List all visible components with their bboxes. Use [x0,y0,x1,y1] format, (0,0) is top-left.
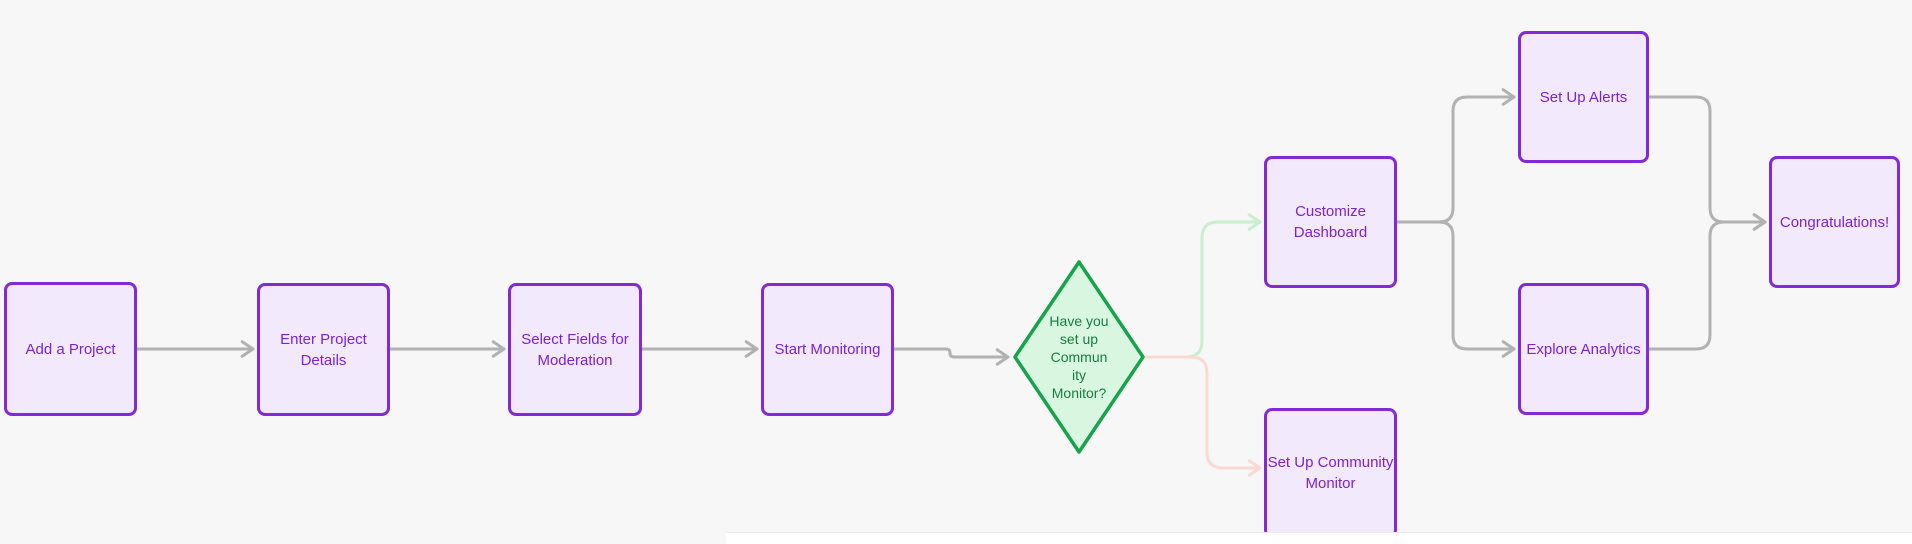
node-start-monitoring[interactable]: Start Monitoring [761,283,894,416]
node-label-line: Commun [1050,349,1108,365]
edge-select-fields-for-moderation-to-start-monitoring [640,340,759,358]
node-set-up-alerts[interactable]: Set Up Alerts [1518,31,1649,163]
node-label-line: Details [300,351,347,369]
node-label-line: Enter Project [280,330,367,348]
node-label: Set Up Alerts [1540,87,1628,108]
edge-set-up-alerts-to-congratulations [1647,95,1767,231]
node-label-line: Select Fields for [521,330,629,348]
node-label-line: Monitor [1305,475,1356,492]
arrowhead-icon [1247,213,1262,231]
node-label: Add a Project [25,339,115,360]
edge-community-monitor-question-to-customize-dashboard [1144,213,1262,359]
node-label-line: Monitor? [1051,385,1107,401]
node-label-line: Dashboard [1293,224,1368,241]
node-label-line: Add a Project [25,340,116,358]
node-label-line: Set Up Community [1267,454,1394,471]
edge-customize-dashboard-to-set-up-alerts [1395,88,1516,224]
node-label: Explore Analytics [1526,339,1640,360]
diamond-shape [1013,260,1145,454]
node-congratulations[interactable]: Congratulations! [1769,156,1900,288]
edge-enter-project-details-to-select-fields-for-moderation [388,340,506,358]
node-label-line: Congratulations! [1779,213,1890,231]
edge-explore-analytics-to-congratulations [1647,213,1767,351]
arrowhead-icon [240,340,255,358]
arrowhead-icon [1501,88,1516,106]
edge-add-project-to-enter-project-details [135,340,255,358]
node-label-line: Have you [1049,313,1109,329]
arrowhead-icon [1752,213,1767,231]
bottom-panel-edge [726,532,1912,544]
arrowhead-icon [1752,213,1767,231]
node-label-line: ity [1072,367,1086,383]
node-label-line: Explore Analytics [1526,340,1641,358]
arrowhead-icon [1247,459,1262,477]
edge-community-monitor-question-to-set-up-community-monitor [1144,355,1262,477]
node-label: Congratulations! [1780,212,1889,233]
node-label-line: Moderation [537,351,613,369]
arrowhead-icon [995,348,1010,366]
arrowhead-icon [491,340,506,358]
node-label: Start Monitoring [775,339,881,360]
node-label-line: Start Monitoring [774,341,881,358]
node-label-line: Set Up Alerts [1539,88,1628,106]
edge-customize-dashboard-to-explore-analytics [1395,220,1516,358]
node-explore-analytics[interactable]: Explore Analytics [1518,283,1649,415]
arrowhead-icon [1501,340,1516,358]
node-label-line: Customize [1295,203,1366,220]
node-label-line: set up [1059,331,1099,347]
arrowhead-icon [744,340,759,358]
node-add-project[interactable]: Add a Project [4,282,137,416]
edge-start-monitoring-to-community-monitor-question [892,347,1010,366]
